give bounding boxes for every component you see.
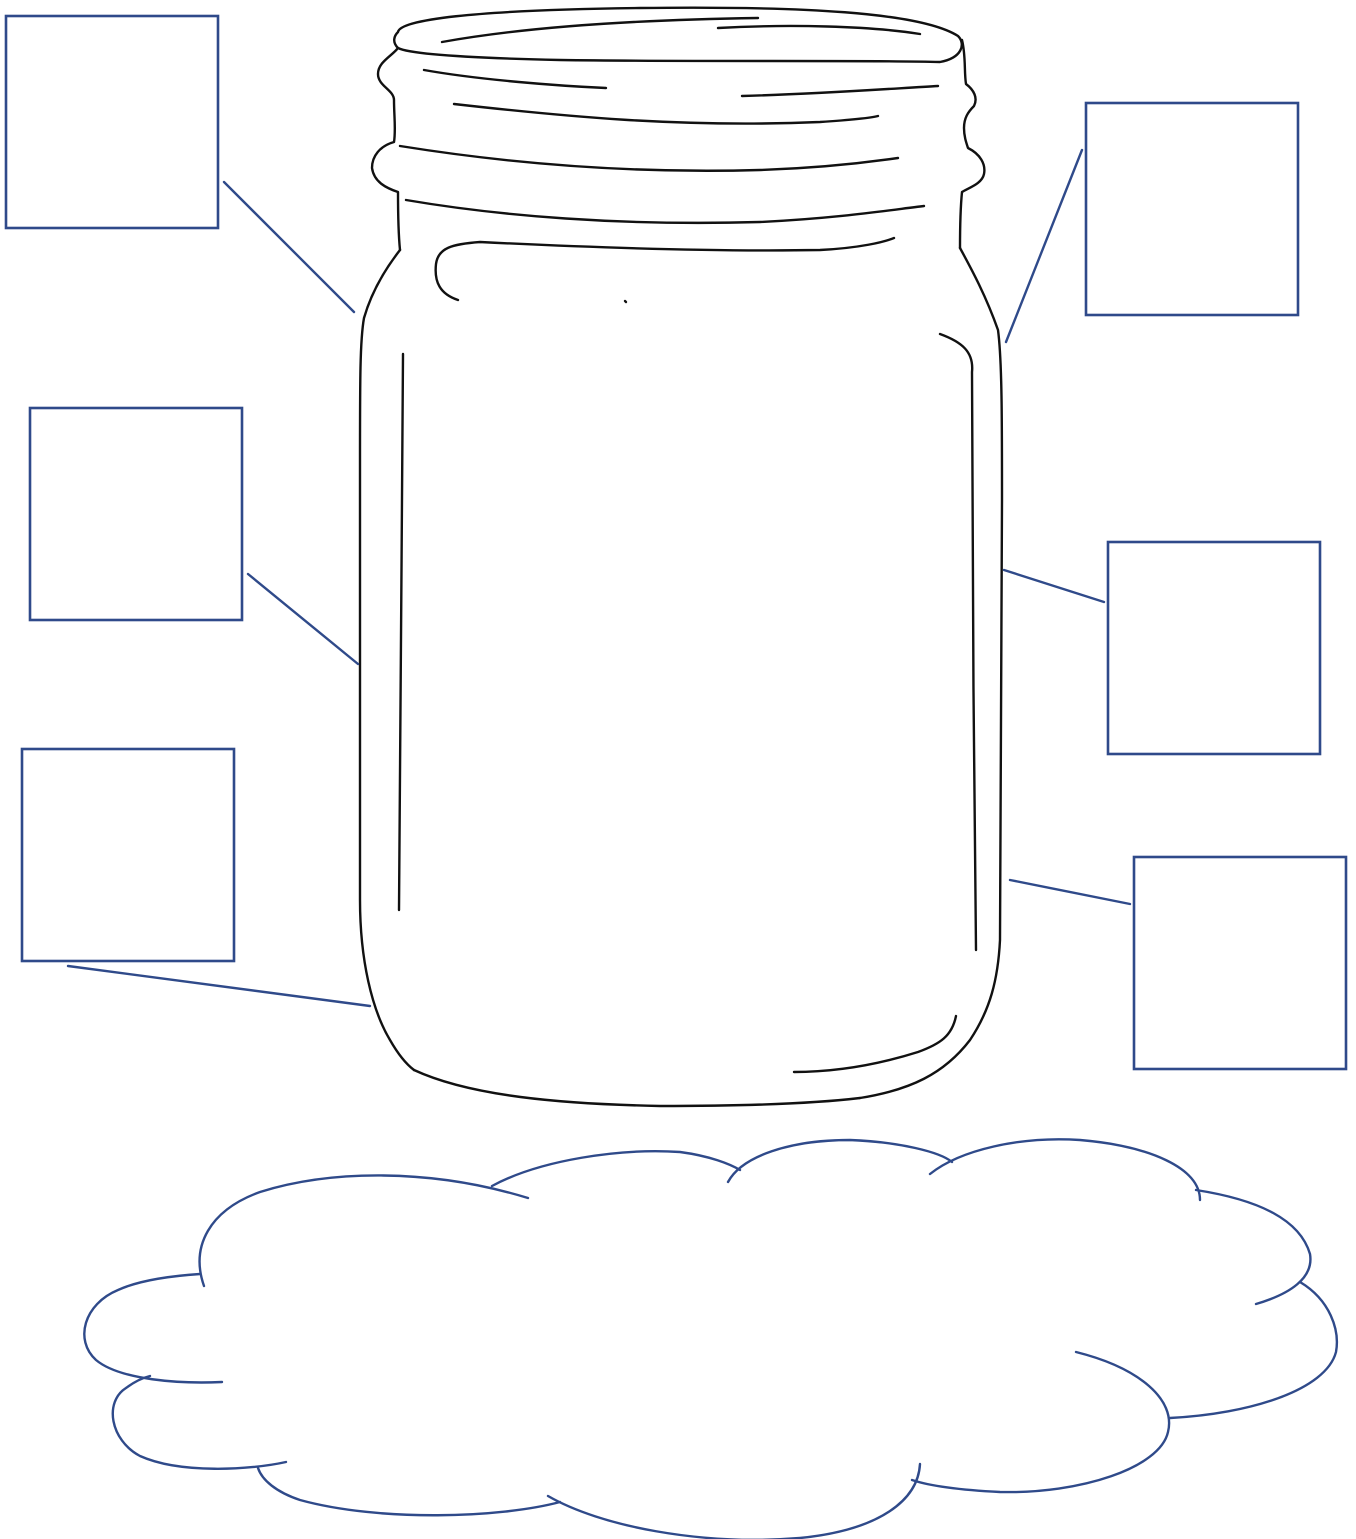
cloud-lobe (928, 1138, 1202, 1202)
label-box-middle-right[interactable] (1106, 540, 1322, 756)
jar-neck-left (370, 46, 402, 252)
label-box-middle-left[interactable] (28, 406, 244, 622)
thought-cloud[interactable] (83, 1138, 1338, 1539)
jar-rim-highlight (716, 24, 922, 36)
jar-neck-right (958, 38, 986, 250)
connector-line-middle-left (246, 572, 360, 666)
cloud-lobe (1194, 1188, 1312, 1306)
jar-inner-bottom-highlight (792, 1014, 958, 1074)
connector-line-bottom-right (1008, 878, 1132, 906)
cloud-lobe (726, 1138, 954, 1184)
jar-speck (623, 299, 628, 304)
label-box-bottom-right[interactable] (1132, 855, 1348, 1071)
jar-thread-line (740, 84, 940, 98)
jar-shoulder-highlight (434, 236, 896, 302)
cloud-lobe (910, 1350, 1171, 1494)
jar-thread-line (422, 68, 608, 90)
jar-inner-right-highlight (938, 332, 978, 952)
jar-body-right (858, 246, 1004, 1100)
cloud-lobe (1168, 1280, 1338, 1420)
jar-thread-line (452, 102, 880, 125)
jar-rim-highlight (440, 16, 760, 44)
jar-rim (393, 6, 963, 64)
connector-line-top-right (1004, 148, 1084, 344)
label-box-bottom-left[interactable] (20, 747, 236, 963)
jar-body-left (358, 248, 416, 1072)
label-box-top-left[interactable] (4, 14, 220, 230)
cloud-lobe (198, 1174, 530, 1288)
jar-bottom (412, 1068, 862, 1108)
label-boxes (4, 14, 1348, 1071)
mason-jar (358, 6, 1004, 1108)
cloud-lobe (490, 1150, 742, 1188)
jar-inner-left-highlight (397, 352, 405, 912)
connector-line-top-left (222, 180, 356, 314)
cloud-lobe (546, 1462, 922, 1539)
cloud-lobe (256, 1466, 562, 1517)
connector-line-bottom-left (66, 964, 372, 1008)
cloud-lobe (111, 1374, 288, 1470)
cloud-lobe (83, 1272, 224, 1384)
jar-thread-line (404, 198, 926, 225)
connector-line-middle-right (1002, 568, 1106, 604)
jar-thread-line (398, 144, 900, 172)
label-box-top-right[interactable] (1084, 101, 1300, 317)
connector-lines (66, 148, 1132, 1008)
